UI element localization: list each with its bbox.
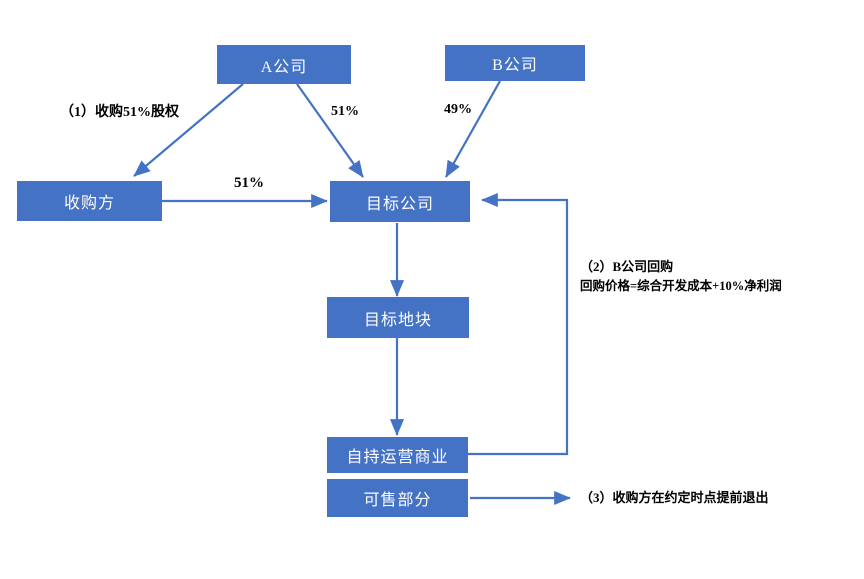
note-buyback-line2: 回购价格=综合开发成本+10%净利润	[580, 279, 782, 294]
node-target-land-label: 目标地块	[363, 311, 432, 329]
edge-held-commercial-buyback-to-target-company	[468, 192, 569, 456]
note-exit-line1: （3）收购方在约定时点提前退出	[580, 490, 769, 505]
node-acquirer-label: 收购方	[63, 195, 115, 212]
node-held-commercial-label: 自持运营商业	[346, 449, 449, 466]
node-company-b-label: B公司	[492, 57, 538, 74]
node-target-company-label: 目标公司	[365, 195, 434, 213]
edge-label-acquire-51-percent-equity: （1）收购51%股权	[60, 105, 179, 120]
edge-label-b-stake-49: 49%	[444, 102, 472, 117]
note-exit: （3）收购方在约定时点提前退出	[580, 488, 769, 508]
node-held-commercial[interactable]: 自持运营商业	[327, 437, 468, 473]
edge-label-a-stake-51: 51%	[331, 104, 359, 119]
node-company-a-label: A公司	[260, 58, 308, 76]
edge-label-acquirer-stake-51: 51%	[234, 175, 264, 191]
node-sellable-part-label: 可售部分	[363, 492, 432, 509]
node-company-b[interactable]: B公司	[445, 45, 585, 81]
note-buyback-line1: （2）B公司回购	[580, 259, 674, 274]
node-target-company[interactable]: 目标公司	[330, 181, 470, 222]
edge-company-a-to-acquirer	[133, 83, 244, 177]
node-acquirer[interactable]: 收购方	[17, 181, 162, 221]
node-company-a[interactable]: A公司	[217, 45, 351, 84]
note-buyback: （2）B公司回购 回购价格=综合开发成本+10%净利润	[580, 257, 782, 297]
edge-company-a-to-target-company	[296, 83, 364, 178]
node-target-land[interactable]: 目标地块	[327, 297, 469, 338]
node-sellable-part[interactable]: 可售部分	[327, 479, 468, 517]
edge-company-b-to-target-company	[445, 80, 501, 178]
